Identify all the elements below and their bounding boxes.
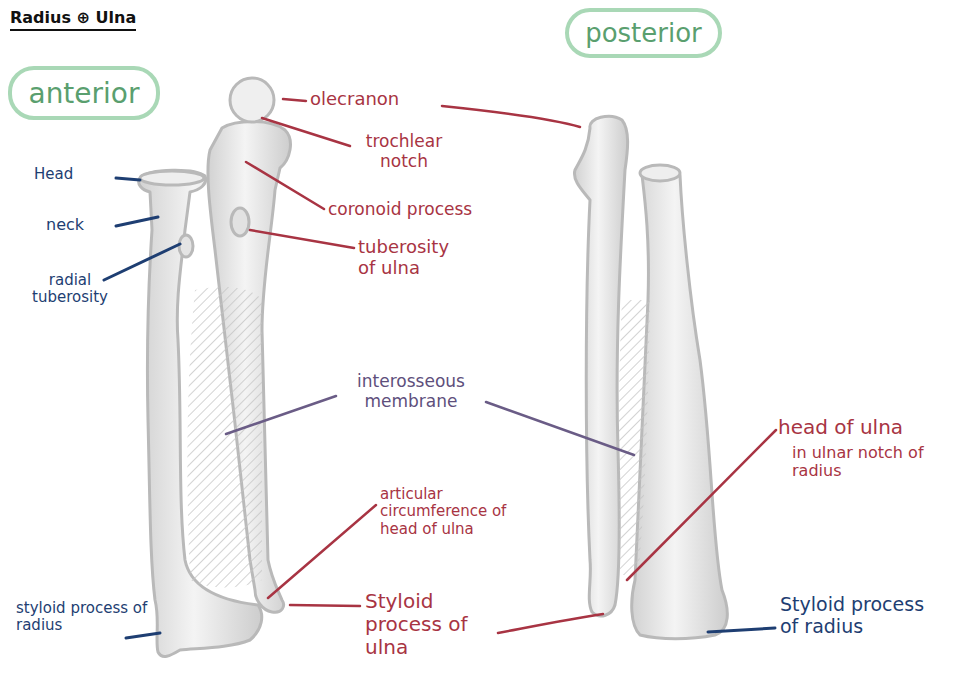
view-label: posterior: [585, 18, 702, 48]
part-label: in ulnar notch of radius: [792, 444, 930, 481]
part-label: styloid process of radius: [16, 600, 166, 635]
part-label: articular circumference of head of ulna: [380, 486, 510, 538]
part-label: Head: [34, 166, 73, 183]
part-label: Styloid process of ulna: [365, 590, 469, 659]
part-label: neck: [46, 216, 84, 234]
view-badge: anterior: [8, 66, 160, 120]
part-label: trochlear notch: [352, 132, 456, 171]
leader-lines: [104, 99, 776, 638]
part-label: radial tuberosity: [20, 272, 120, 307]
part-label: Styloid process of radius: [780, 594, 948, 638]
part-label: olecranon: [310, 89, 399, 110]
part-label: interosseous membrane: [340, 372, 482, 411]
page-title: Radius ⊕ Ulna: [10, 8, 136, 31]
part-label: coronoid process: [328, 200, 472, 220]
view-badge: posterior: [565, 8, 722, 58]
view-label: anterior: [28, 77, 139, 110]
part-label: tuberosity of ulna: [358, 237, 470, 278]
part-label: head of ulna: [778, 416, 903, 439]
